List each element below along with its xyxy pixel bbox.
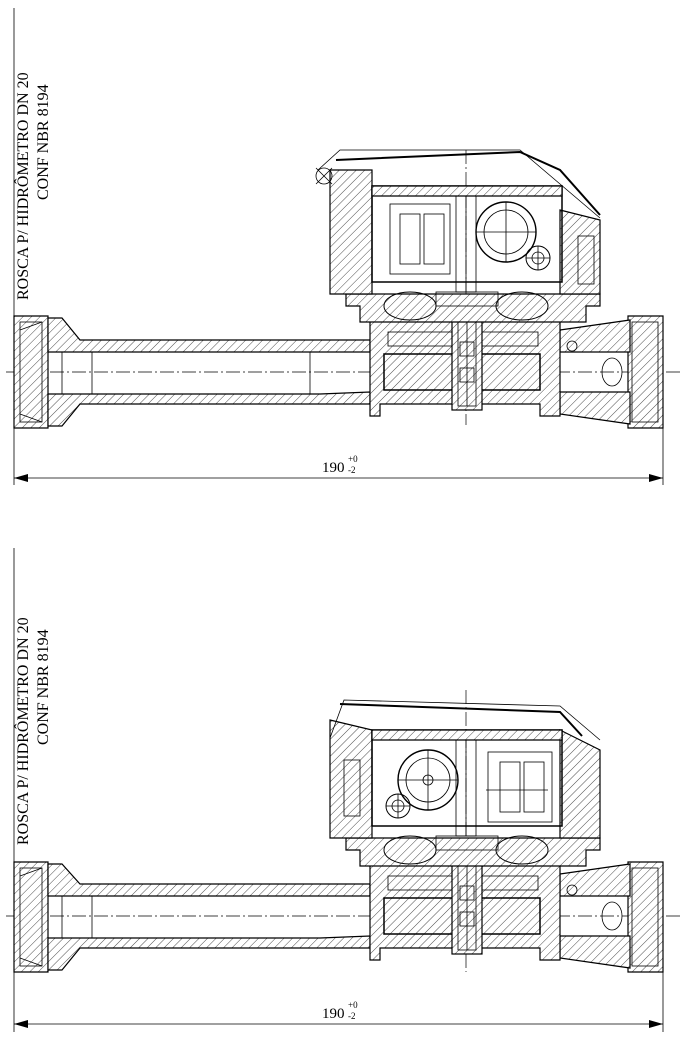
- dimension-value: 190: [322, 460, 345, 476]
- dimension-lower-tolerance: -2: [348, 1011, 356, 1021]
- dimension-upper-tolerance: +0: [348, 1000, 358, 1010]
- svg-text:ROSCA P/ HIDRÔMETRO DN 20: ROSCA P/ HIDRÔMETRO DN 20: [13, 617, 32, 845]
- dimension-upper-tolerance: +0: [348, 454, 358, 464]
- svg-text:CONF NBR 8194: CONF NBR 8194: [35, 84, 52, 200]
- length-dimension: 190 +0 -2: [14, 454, 663, 482]
- thread-spec-label: ROSCA P/ HIDRÔMETRO DN 20 CONF NBR 8194: [13, 617, 52, 845]
- dimension-lower-tolerance: -2: [348, 465, 356, 475]
- svg-text:ROSCA P/ HIDRÔMETRO DN 20: ROSCA P/ HIDRÔMETRO DN 20: [13, 72, 32, 300]
- meter-view-bottom: ROSCA P/ HIDRÔMETRO DN 20 CONF NBR 8194: [6, 548, 680, 1032]
- length-dimension: 190 +0 -2: [14, 1000, 663, 1028]
- thread-spec-label: ROSCA P/ HIDRÔMETRO DN 20 CONF NBR 8194: [13, 72, 52, 300]
- dimension-value: 190: [322, 1006, 345, 1022]
- svg-text:CONF NBR 8194: CONF NBR 8194: [35, 629, 52, 745]
- meter-view-top: ROSCA P/ HIDRÔMETRO DN 20 CONF NBR 8194: [6, 8, 680, 485]
